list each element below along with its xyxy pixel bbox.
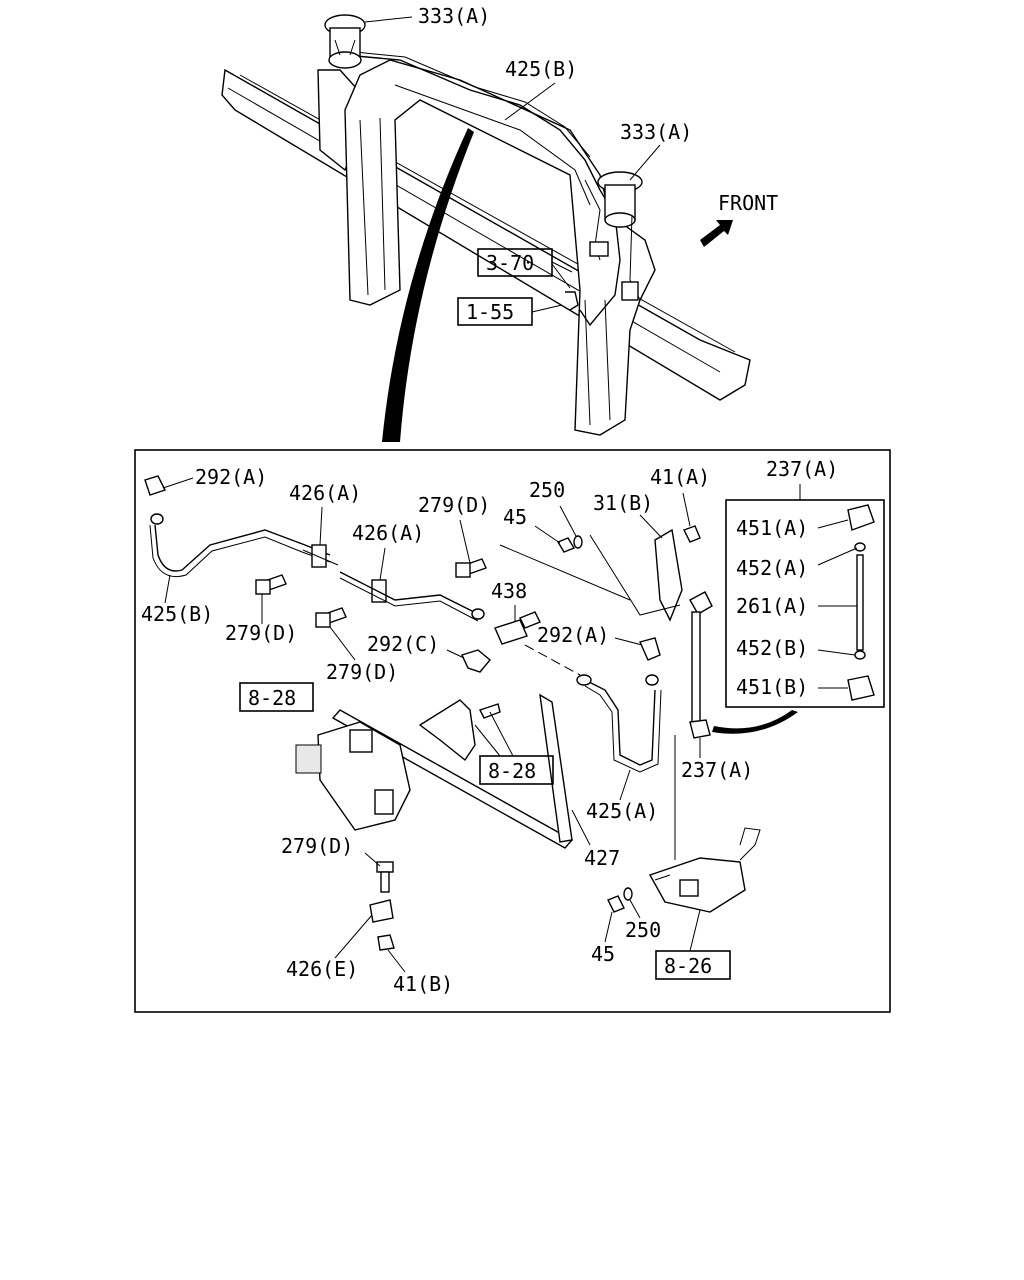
tee-438 <box>494 611 541 645</box>
label-41b: 41(B) <box>393 972 453 996</box>
pipe-425b <box>144 475 331 578</box>
frame-overview <box>221 14 751 442</box>
label-426a-2: 426(A) <box>352 521 424 545</box>
label-279d-top: 279(D) <box>418 493 490 517</box>
ref-box-8-28-a <box>239 682 314 712</box>
washer-250-bottom <box>623 887 633 901</box>
ref-box-8-28-b <box>479 755 554 785</box>
label-45-top: 45 <box>503 505 527 529</box>
valve-unit-8-28 <box>295 693 574 849</box>
label-292a-1: 292(A) <box>195 465 267 489</box>
label-279d-bot: 279(D) <box>281 834 353 858</box>
ref-1-55: 1-55 <box>466 300 514 324</box>
ref-8-28-a: 8-28 <box>248 686 296 710</box>
part-333a-left-drawing <box>324 14 366 69</box>
elbow-292c <box>461 649 491 673</box>
solenoid-8-26 <box>648 827 761 913</box>
label-261a: 261(A) <box>736 594 808 618</box>
bolt-279d-1 <box>255 574 287 595</box>
label-426a-1: 426(A) <box>289 481 361 505</box>
nut-45-top <box>556 537 576 553</box>
elbow-292a-mid <box>639 637 661 661</box>
label-425a: 425(A) <box>586 799 658 823</box>
part-333a-right-drawing <box>584 171 643 301</box>
label-250-bot: 250 <box>625 918 661 942</box>
bolt-279d-top <box>455 558 487 578</box>
ref-box-8-26 <box>655 950 731 980</box>
ref-3-70: 3-70 <box>486 251 534 275</box>
label-427: 427 <box>584 846 620 870</box>
ref-8-26: 8-26 <box>664 954 712 978</box>
bracket-31b <box>499 528 683 622</box>
nut-41b <box>377 934 395 951</box>
label-426e: 426(E) <box>286 957 358 981</box>
label-45-bot: 45 <box>591 942 615 966</box>
label-452a: 452(A) <box>736 556 808 580</box>
label-250-top: 250 <box>529 478 565 502</box>
label-31b: 31(B) <box>593 491 653 515</box>
label-279d-1: 279(D) <box>225 621 297 645</box>
label-41a: 41(A) <box>650 465 710 489</box>
label-279d-2: 279(D) <box>326 660 398 684</box>
clamp-426a-2 <box>339 571 485 622</box>
bolt-279d-2 <box>315 607 347 628</box>
label-292a-2: 292(A) <box>537 623 609 647</box>
label-237a-top: 237(A) <box>766 457 838 481</box>
inset-237a-box <box>725 499 885 708</box>
label-452b: 452(B) <box>736 636 808 660</box>
label-425b-mid: 425(B) <box>141 602 213 626</box>
clamp-426a-1 <box>302 544 339 568</box>
label-425b-top: 425(B) <box>505 57 577 81</box>
detail-box <box>134 449 891 1013</box>
bolt-279d-bottom <box>376 861 394 893</box>
clamp-426e <box>369 899 394 923</box>
label-292c: 292(C) <box>367 632 439 656</box>
ref-8-28-b: 8-28 <box>488 759 536 783</box>
label-451a: 451(A) <box>736 516 808 540</box>
label-451b: 451(B) <box>736 675 808 699</box>
inset-parts <box>847 504 875 701</box>
nut-45-bottom <box>607 895 625 913</box>
rod-237a <box>674 591 713 860</box>
label-237a-mid: 237(A) <box>681 758 753 782</box>
label-438: 438 <box>491 579 527 603</box>
label-333a-top: 333(A) <box>418 4 490 28</box>
label-front: FRONT <box>718 191 778 215</box>
nut-41a <box>683 525 701 543</box>
washer-250-top <box>573 535 583 549</box>
label-333a-right: 333(A) <box>620 120 692 144</box>
pipe-425a <box>576 674 662 773</box>
